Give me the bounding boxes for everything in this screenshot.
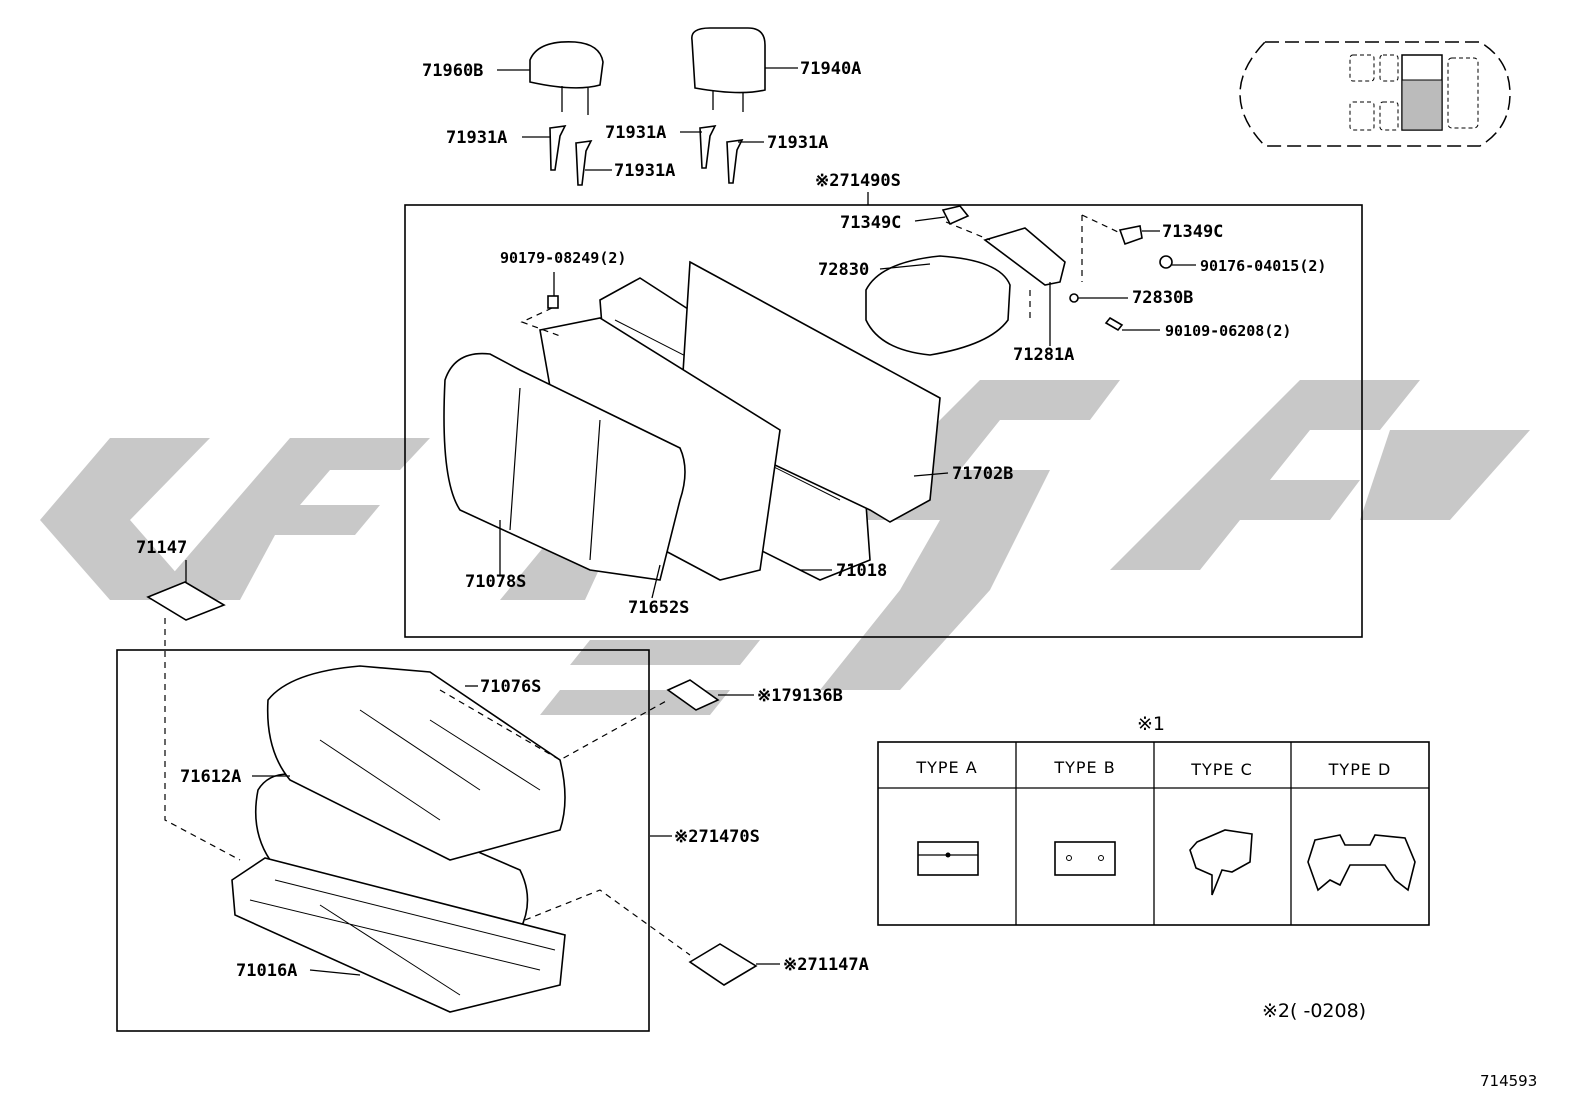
label-72830B[interactable]: 72830B (1132, 288, 1193, 308)
seat-back-assembly-box (404, 204, 1363, 638)
label-71076S[interactable]: 71076S (480, 677, 541, 697)
guide-line (439, 689, 669, 761)
cushion-cover-71076S (266, 665, 566, 861)
type-b-shape (1054, 841, 1116, 876)
sheet-79136B (666, 679, 720, 711)
label-71931A-1[interactable]: 71931A (446, 128, 507, 148)
label-71940A[interactable]: 71940A (800, 59, 861, 79)
guide-line (164, 618, 241, 861)
leader-lines (185, 67, 1196, 976)
label-71078S[interactable]: 71078S (465, 572, 526, 592)
cushion-frame-71016A (231, 857, 566, 1013)
label-71931A-2[interactable]: 71931A (614, 161, 675, 181)
type-d-header: TYPE D (1328, 760, 1392, 779)
type-d-shape (1307, 834, 1416, 892)
sheet-71147A (688, 943, 758, 986)
sheet-71147 (146, 581, 226, 621)
guide-line (945, 221, 991, 241)
headrest-71960B (529, 41, 604, 115)
label-71147A[interactable]: ※271147A (783, 955, 869, 975)
small-hardware (547, 205, 1173, 332)
label-71281A[interactable]: 71281A (1013, 345, 1074, 365)
label-71960B[interactable]: 71960B (422, 61, 483, 81)
label-79136B[interactable]: ※179136B (757, 686, 843, 706)
label-71147[interactable]: 71147 (136, 538, 187, 558)
label-71018[interactable]: 71018 (836, 561, 887, 581)
label-72830[interactable]: 72830 (818, 260, 869, 280)
headrest-supports (549, 125, 744, 186)
label-90109-06208[interactable]: 90109-06208(2) (1165, 322, 1291, 340)
armrest-72830 (865, 255, 1011, 356)
type-c-header: TYPE C (1190, 760, 1253, 779)
type-a-shape (917, 841, 979, 876)
label-71702B[interactable]: 71702B (952, 464, 1013, 484)
catalog-number: 714593 (1480, 1072, 1537, 1090)
label-71490S[interactable]: ※271490S (815, 171, 901, 191)
type-c-shape (1189, 829, 1253, 896)
guide-line (524, 889, 691, 956)
label-71349C-2[interactable]: 71349C (1162, 222, 1223, 242)
footnote-range: ※2( -0208) (1262, 1000, 1366, 1022)
label-71349C-1[interactable]: 71349C (840, 213, 901, 233)
type-a-header: TYPE A (915, 758, 977, 777)
label-71016A[interactable]: 71016A (236, 961, 297, 981)
type-table (877, 741, 1430, 926)
seatback-cover-71078S (443, 352, 686, 581)
guide-line (520, 307, 561, 337)
label-71612A[interactable]: 71612A (180, 767, 241, 787)
vehicle-location-icon (1239, 41, 1511, 147)
seat-cushion-assembly-box (116, 649, 650, 1032)
label-71931A-3[interactable]: 71931A (605, 123, 666, 143)
label-71931A-4[interactable]: 71931A (767, 133, 828, 153)
type-table-title: ※1 (1137, 713, 1165, 735)
label-90176-04015[interactable]: 90176-04015(2) (1200, 257, 1326, 275)
type-b-header: TYPE B (1053, 758, 1115, 777)
cushion-pad-71612A (254, 773, 529, 951)
armrest-hinge-71281A (983, 227, 1066, 286)
label-71470S[interactable]: ※271470S (674, 827, 760, 847)
guide-line (1081, 214, 1119, 282)
label-90179-08249[interactable]: 90179-08249(2) (500, 249, 626, 267)
label-71652S[interactable]: 71652S (628, 598, 689, 618)
headrest-71940A (691, 27, 766, 112)
